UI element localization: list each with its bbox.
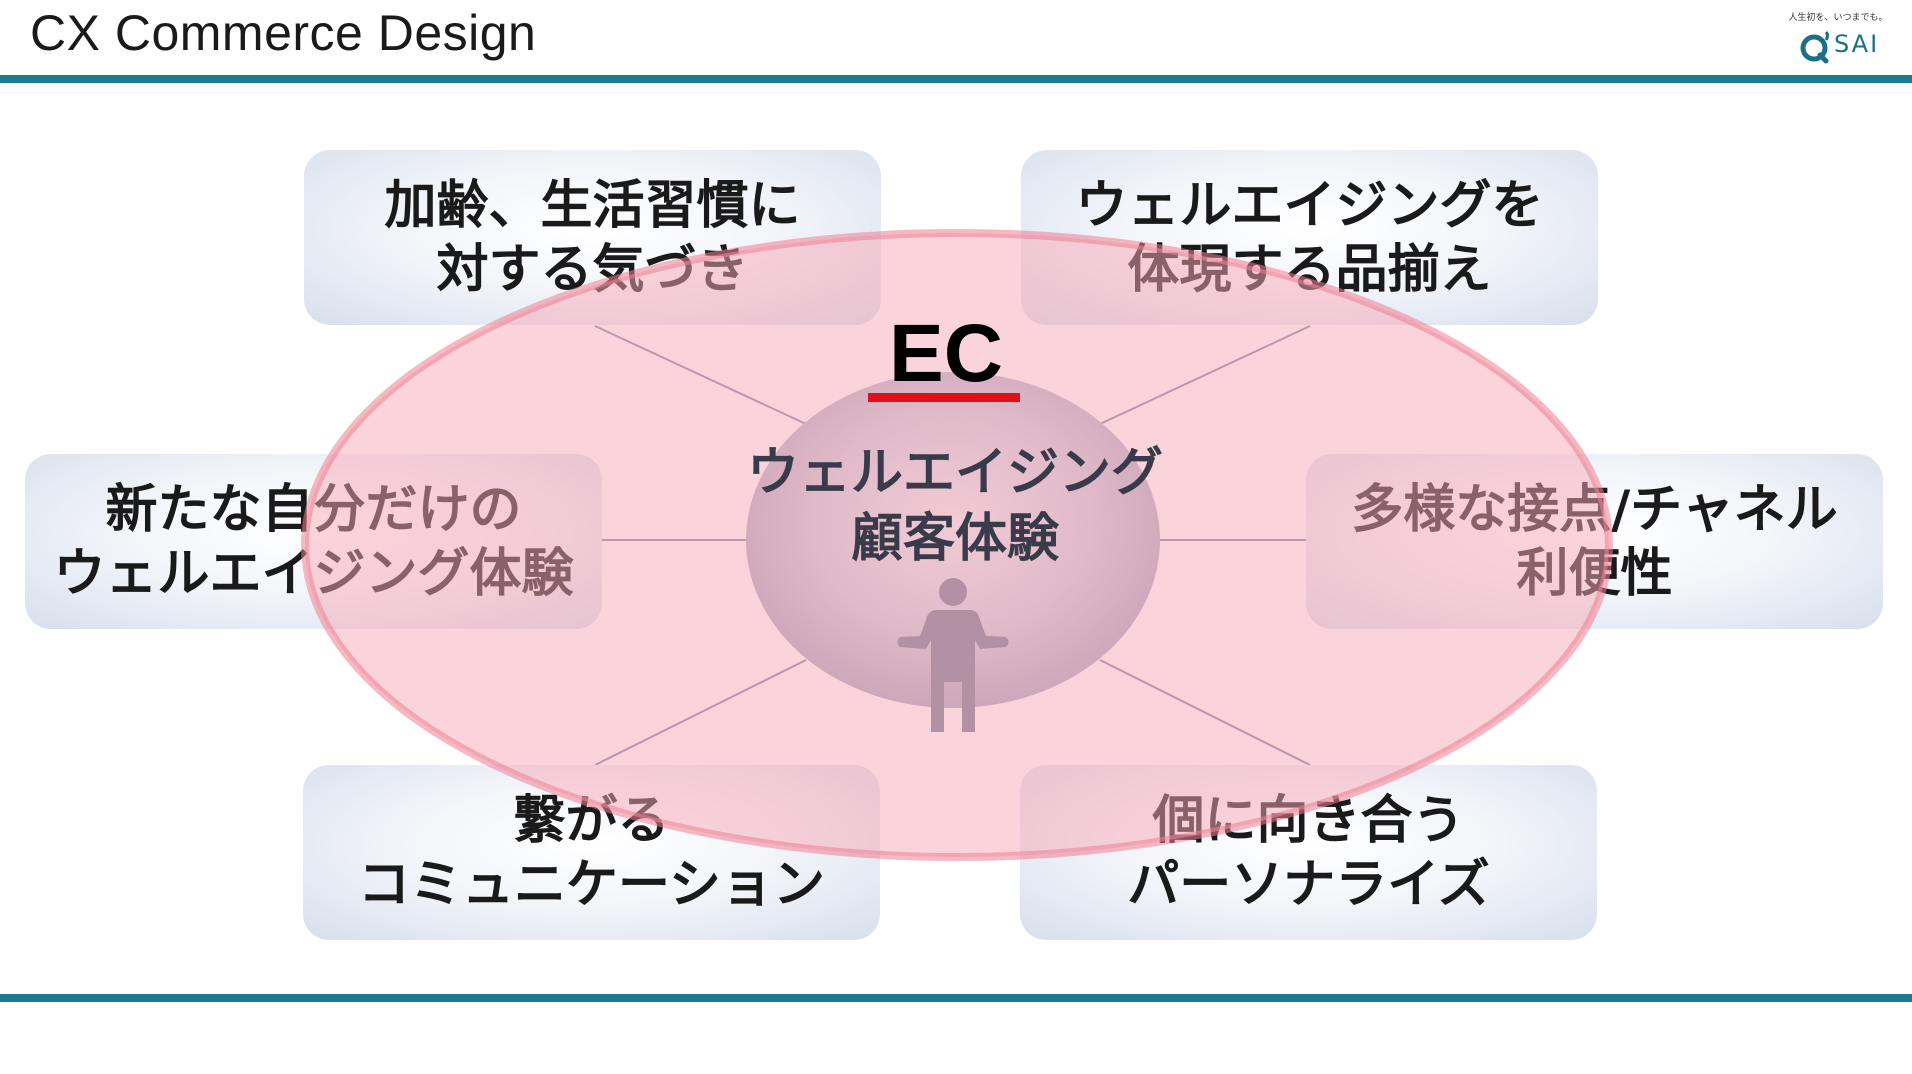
ec-label: EC [889, 308, 1003, 399]
center-label: ウェルエイジング 顧客体験 [730, 440, 1180, 572]
logo-brand-text: SAI [1834, 30, 1880, 58]
box-communication-line1: 繋がる [513, 790, 670, 851]
brand-logo: 人生初を、いつまでも。 SAI [1788, 8, 1888, 64]
box-personal-experience-line2: ウェルエイジング体験 [53, 543, 574, 604]
box-awareness: 加齢、生活習慣に 対する気づき [304, 150, 881, 325]
box-channels: 多様な接点/チャネル 利便性 [1306, 454, 1883, 629]
box-personalize: 個に向き合う パーソナライズ [1020, 765, 1597, 940]
connector-bottom-right [1099, 659, 1311, 766]
connector-top-right [1099, 325, 1311, 425]
connector-bottom-left [594, 659, 807, 766]
box-assortment: ウェルエイジングを 体現する品揃え [1021, 150, 1598, 325]
box-assortment-line1: ウェルエイジングを [1075, 175, 1544, 236]
box-channels-line1: 多様な接点/チャネル [1351, 479, 1838, 540]
box-assortment-line2: 体現する品揃え [1127, 239, 1492, 300]
page-title: CX Commerce Design [30, 5, 537, 61]
header-rule [0, 75, 1912, 83]
box-communication-line2: コミュニケーション [358, 854, 825, 915]
qsai-logo-icon [1800, 30, 1829, 64]
connector-top-left [594, 325, 807, 425]
box-personalize-line1: 個に向き合う [1152, 790, 1465, 851]
person-icon [897, 578, 1009, 732]
box-personal-experience: 新たな自分だけの ウェルエイジング体験 [25, 454, 602, 629]
box-channels-line2: 利便性 [1516, 543, 1673, 604]
footer-rule [0, 994, 1912, 1002]
center-label-line2: 顧客体験 [850, 509, 1059, 569]
box-awareness-line1: 加齢、生活習慣に [384, 175, 801, 236]
ec-underline [868, 393, 1020, 402]
center-label-line1: ウェルエイジング [746, 443, 1163, 503]
box-personalize-line2: パーソナライズ [1127, 854, 1490, 915]
logo-tagline: 人生初を、いつまでも。 [1788, 13, 1888, 23]
box-awareness-line2: 対する気づき [436, 239, 749, 300]
box-personal-experience-line1: 新たな自分だけの [105, 479, 522, 540]
box-communication: 繋がる コミュニケーション [303, 765, 880, 940]
